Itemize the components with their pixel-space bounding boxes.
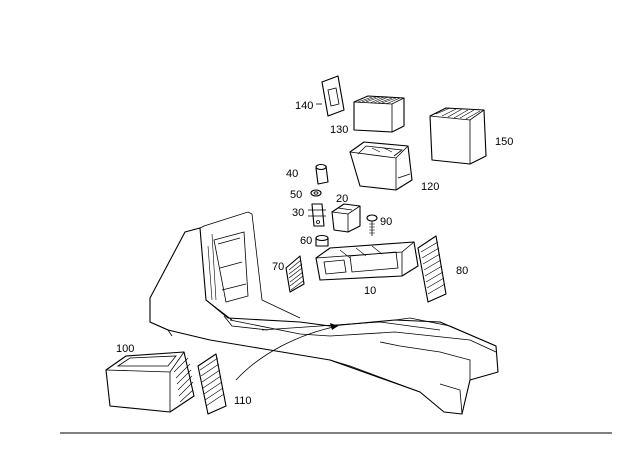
label-40: 40 bbox=[286, 168, 298, 180]
part-10-switch-panel bbox=[315, 241, 419, 281]
label-30: 30 bbox=[292, 207, 304, 219]
part-30-socket bbox=[308, 203, 326, 227]
label-130: 130 bbox=[330, 124, 348, 136]
label-50: 50 bbox=[290, 189, 302, 201]
part-60-cap bbox=[315, 234, 329, 247]
label-150: 150 bbox=[495, 136, 513, 148]
part-50-ring bbox=[310, 189, 322, 197]
part-20-block bbox=[331, 203, 361, 233]
label-10: 10 bbox=[364, 285, 376, 297]
label-100: 100 bbox=[116, 343, 134, 355]
part-120-ashtray-housing bbox=[349, 141, 413, 191]
label-140: 140 bbox=[295, 100, 313, 112]
center-console-body bbox=[149, 211, 499, 415]
part-130-tray-insert bbox=[353, 95, 405, 133]
part-110-rear-grille bbox=[197, 353, 227, 415]
part-40-lighter-element bbox=[315, 163, 329, 185]
label-20: 20 bbox=[336, 193, 348, 205]
label-70: 70 bbox=[272, 261, 284, 273]
label-120: 120 bbox=[421, 181, 439, 193]
part-140-plate bbox=[316, 75, 345, 117]
assembly-arrow bbox=[235, 323, 339, 381]
part-80-vent-grille bbox=[417, 235, 447, 303]
part-70-vent-grille bbox=[285, 255, 305, 293]
part-150-box bbox=[429, 107, 487, 165]
part-90-screw bbox=[366, 214, 378, 236]
part-100-rear-box bbox=[105, 351, 195, 413]
label-110: 110 bbox=[234, 395, 252, 407]
label-90: 90 bbox=[380, 216, 392, 228]
label-80: 80 bbox=[456, 265, 468, 277]
label-60: 60 bbox=[300, 235, 312, 247]
